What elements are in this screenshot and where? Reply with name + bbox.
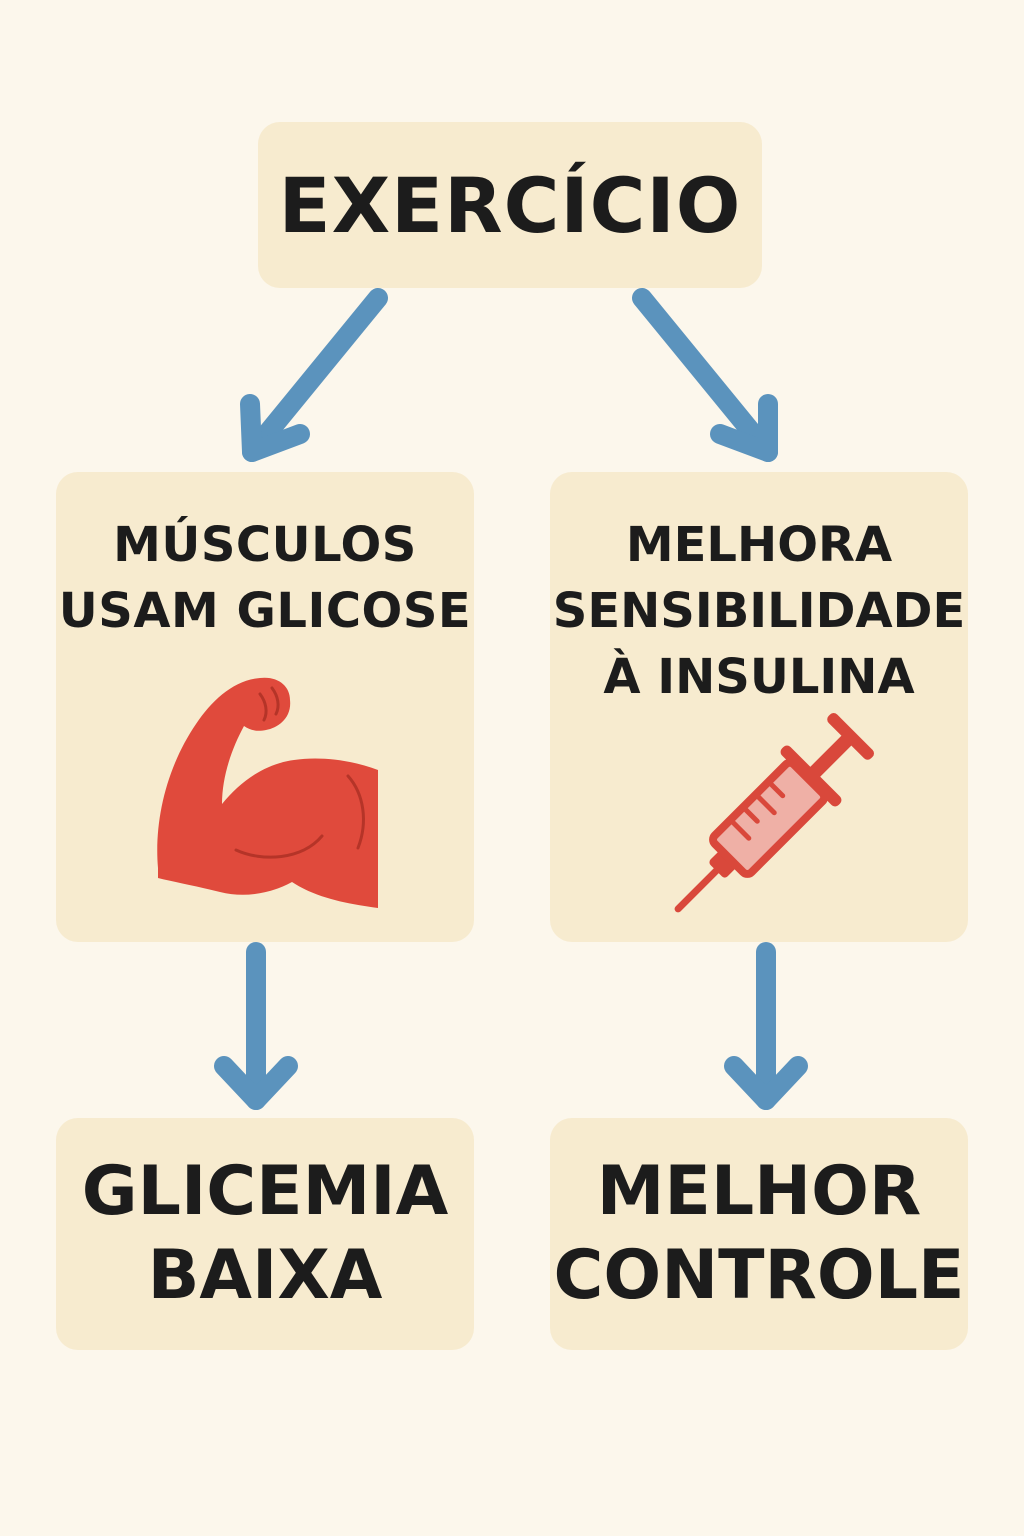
better-control-label: MELHOR CONTROLE bbox=[554, 1150, 965, 1318]
muscles-label: MÚSCULOS USAM GLICOSE bbox=[59, 512, 471, 644]
low-glycemia-box: GLICEMIA BAIXA bbox=[56, 1118, 474, 1350]
title-box: EXERCÍCIO bbox=[258, 122, 762, 288]
better-control-label-line: CONTROLE bbox=[553, 1236, 965, 1315]
insulin-sensitivity-label-line: À INSULINA bbox=[603, 649, 915, 705]
arrow-right-to-bottom bbox=[724, 942, 808, 1110]
low-glycemia-label-line: BAIXA bbox=[147, 1236, 383, 1315]
insulin-sensitivity-box: MELHORA SENSIBILIDADE À INSULINA bbox=[550, 472, 968, 942]
better-control-label-line: MELHOR bbox=[596, 1152, 922, 1231]
syringe-icon bbox=[674, 713, 874, 913]
muscles-label-line: MÚSCULOS bbox=[113, 517, 417, 573]
muscles-label-line: USAM GLICOSE bbox=[58, 583, 472, 639]
better-control-box: MELHOR CONTROLE bbox=[550, 1118, 968, 1350]
insulin-sensitivity-label-line: SENSIBILIDADE bbox=[552, 583, 966, 639]
muscles-box: MÚSCULOS USAM GLICOSE bbox=[56, 472, 474, 942]
low-glycemia-label: GLICEMIA BAIXA bbox=[82, 1150, 448, 1318]
insulin-sensitivity-label-line: MELHORA bbox=[625, 517, 893, 573]
arrow-left-to-bottom bbox=[214, 942, 298, 1110]
low-glycemia-label-line: GLICEMIA bbox=[81, 1152, 449, 1231]
arrow-title-to-left bbox=[240, 288, 388, 462]
arrow-title-to-right bbox=[632, 288, 778, 462]
title-label: EXERCÍCIO bbox=[278, 160, 742, 250]
flexed-bicep-icon bbox=[157, 677, 378, 908]
insulin-sensitivity-label: MELHORA SENSIBILIDADE À INSULINA bbox=[553, 512, 965, 710]
